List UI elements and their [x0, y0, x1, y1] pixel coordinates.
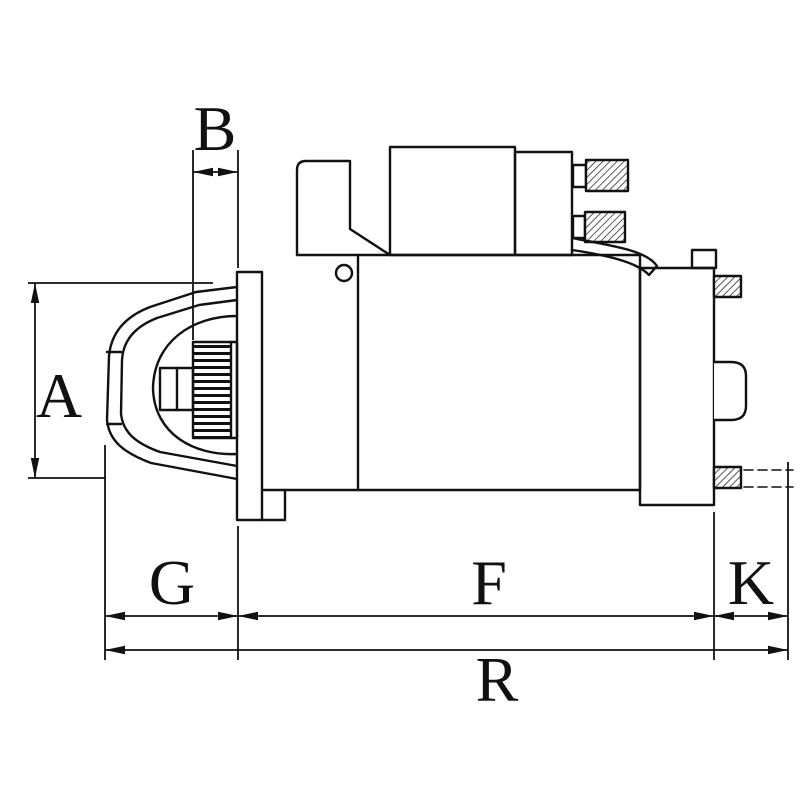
drive-housing-step [295, 159, 392, 257]
terminal-stud-upper [571, 158, 630, 193]
housing-hole [334, 263, 354, 283]
end-cap-bolt [690, 248, 718, 270]
solenoid-cap [513, 150, 574, 257]
dimension-label-k: K [728, 547, 774, 618]
terminal-stud-lower [571, 210, 627, 244]
dimension-lines-group [28, 150, 789, 660]
motor-outline-group [105, 145, 794, 522]
dimension-label-b: B [194, 93, 237, 164]
dimension-label-r: R [476, 644, 519, 715]
armature-shaft [158, 366, 195, 412]
dimension-label-a: A [36, 360, 82, 431]
pinion-gear [191, 340, 239, 440]
dimension-label-f: F [471, 547, 507, 618]
hidden-line-dashes [743, 469, 794, 488]
dimension-labels-group: B A G F K R [36, 93, 774, 715]
connector-strap [570, 236, 659, 277]
through-bolt-lower [712, 465, 743, 490]
through-bolt-upper [712, 274, 743, 299]
bearing-boss [712, 360, 748, 422]
drive-end-bracket [105, 285, 239, 481]
dimension-label-g: G [149, 547, 195, 618]
bottom-step [260, 488, 287, 522]
